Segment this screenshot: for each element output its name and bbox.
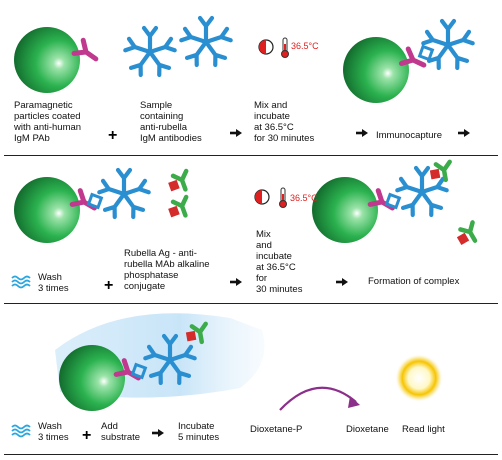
product-label: Dioxetane xyxy=(346,424,389,435)
particle-label: Paramagnetic particles coated with anti-… xyxy=(14,100,82,144)
divider-row3 xyxy=(4,454,498,455)
svg-text:+: + xyxy=(82,427,91,444)
clock-icon xyxy=(258,39,274,55)
temp-label-2: 36.5°C xyxy=(290,193,318,203)
wash-icon xyxy=(11,275,31,289)
wash-label-2: Wash 3 times xyxy=(38,421,69,443)
temp-label: 36.5°C xyxy=(291,41,319,51)
paramagnetic-particle-icon xyxy=(14,27,80,93)
incubate-label: Incubate 5 minutes xyxy=(178,421,220,443)
arrow-icon xyxy=(354,127,370,139)
arrow-icon xyxy=(456,127,472,139)
conjugate-label: Rubella Ag - anti- rubella MAb alkaline … xyxy=(124,248,210,292)
wash-label: Wash 3 times xyxy=(38,272,69,294)
light-icon xyxy=(395,354,443,402)
divider-row2 xyxy=(4,303,498,304)
captured-igm-icon xyxy=(417,21,473,68)
complex-label: Formation of complex xyxy=(368,276,460,287)
read-light-label: Read light xyxy=(402,424,445,435)
mix-label: Mix and incubate at 36.5°C for 30 minute… xyxy=(254,100,315,144)
thermometer-icon xyxy=(281,37,289,58)
clock-icon xyxy=(254,189,270,205)
reaction-arrow-icon xyxy=(279,386,360,411)
plus-sign: + xyxy=(108,127,117,144)
substrate-label: Add substrate xyxy=(101,421,141,443)
wash-icon xyxy=(11,424,31,438)
reactant-label: Dioxetane-P xyxy=(250,424,303,435)
sample-label: Sample containing anti-rubella IgM antib… xyxy=(140,100,202,144)
mix-label-2: Mix and incubate at 36.5°C for 30 minute… xyxy=(256,229,303,295)
immunocapture-label: Immunocapture xyxy=(376,130,443,141)
divider-row1 xyxy=(4,155,498,156)
svg-text:+: + xyxy=(108,127,117,144)
thermometer-icon xyxy=(279,187,287,208)
complex-particle-icon xyxy=(343,37,409,103)
svg-text:+: + xyxy=(104,277,113,294)
arrow-icon xyxy=(228,127,244,139)
conjugate-icon xyxy=(166,171,192,220)
igm-antibody-icon xyxy=(125,18,230,75)
